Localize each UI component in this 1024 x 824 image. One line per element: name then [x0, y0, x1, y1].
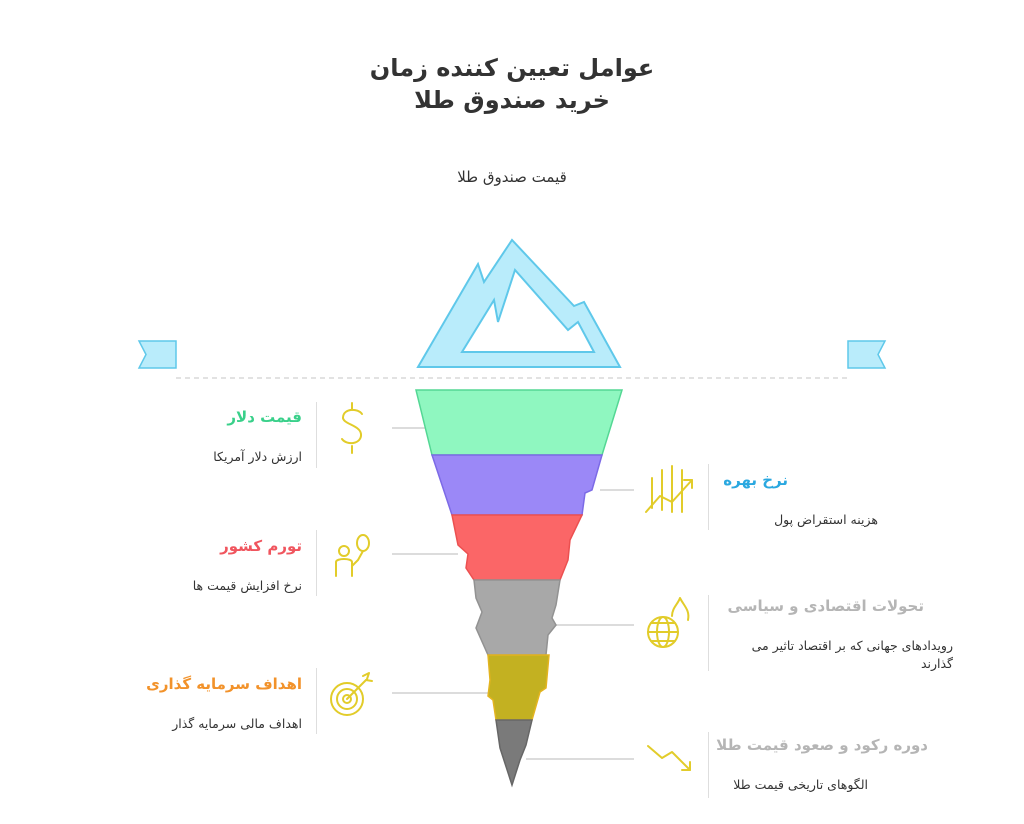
factor-dollar-desc: ارزش دلار آمریکا: [213, 449, 302, 464]
divider-left-3: [316, 668, 317, 734]
factor-politics: تحولات اقتصادی و سیاسی رویدادهای جهانی ک…: [718, 597, 953, 673]
dollar-icon: [341, 402, 363, 454]
divider-left-2: [316, 530, 317, 596]
segment-interest: [430, 454, 603, 516]
factor-inflation-desc: نرخ افزایش قیمت ها: [192, 578, 302, 593]
factor-interest-title: نرخ بهره: [723, 471, 788, 489]
segment-dollar: [415, 389, 624, 456]
factor-cycles-title: دوره رکود و صعود قیمت طلا: [716, 736, 928, 754]
factor-investment-desc: اهداف مالی سرمایه گذار: [172, 716, 302, 731]
trend-down-icon: [647, 745, 691, 771]
factor-politics-desc: رویدادهای جهانی که بر اقتصاد تاثیر می گذ…: [751, 638, 953, 671]
factor-interest-desc: هزینه استقراض پول: [774, 512, 878, 527]
factor-inflation: تورم کشور نرخ افزایش قیمت ها: [82, 537, 302, 595]
factor-cycles-desc: الگوهای تاریخی قیمت طلا: [733, 777, 868, 792]
water-flag-left: [137, 340, 177, 369]
target-icon: [330, 672, 373, 716]
factor-investment-title: اهداف سرمایه گذاری: [146, 675, 302, 693]
iceberg-peak: [416, 238, 622, 368]
person-balloon-icon: [335, 534, 370, 577]
factor-investment: اهداف سرمایه گذاری اهداف مالی سرمایه گذا…: [82, 675, 302, 733]
segment-investment: [487, 654, 550, 721]
factor-interest: نرخ بهره هزینه استقراض پول: [718, 471, 878, 529]
page-title-line-1: عوامل تعیین کننده زمان: [369, 54, 655, 82]
segment-inflation: [451, 514, 584, 581]
page-title-line-2: خرید صندوق طلا: [414, 86, 610, 114]
divider-right-3: [708, 732, 709, 798]
divider-right-1: [708, 464, 709, 530]
water-flag-right: [847, 340, 887, 369]
segment-politics: [473, 579, 561, 656]
factor-inflation-title: تورم کشور: [220, 537, 302, 555]
segment-cycles: [495, 719, 533, 788]
globe-fire-icon: [647, 597, 690, 648]
factor-dollar-title: قیمت دلار: [227, 408, 302, 426]
divider-right-2: [708, 595, 709, 671]
divider-left-1: [316, 402, 317, 468]
factor-cycles: دوره رکود و صعود قیمت طلا الگوهای تاریخی…: [716, 736, 928, 794]
peak-label: قیمت صندوق طلا: [457, 168, 567, 186]
factor-dollar: قیمت دلار ارزش دلار آمریکا: [82, 408, 302, 466]
growth-chart-icon: [645, 465, 693, 513]
factor-politics-title: تحولات اقتصادی و سیاسی: [727, 597, 924, 615]
